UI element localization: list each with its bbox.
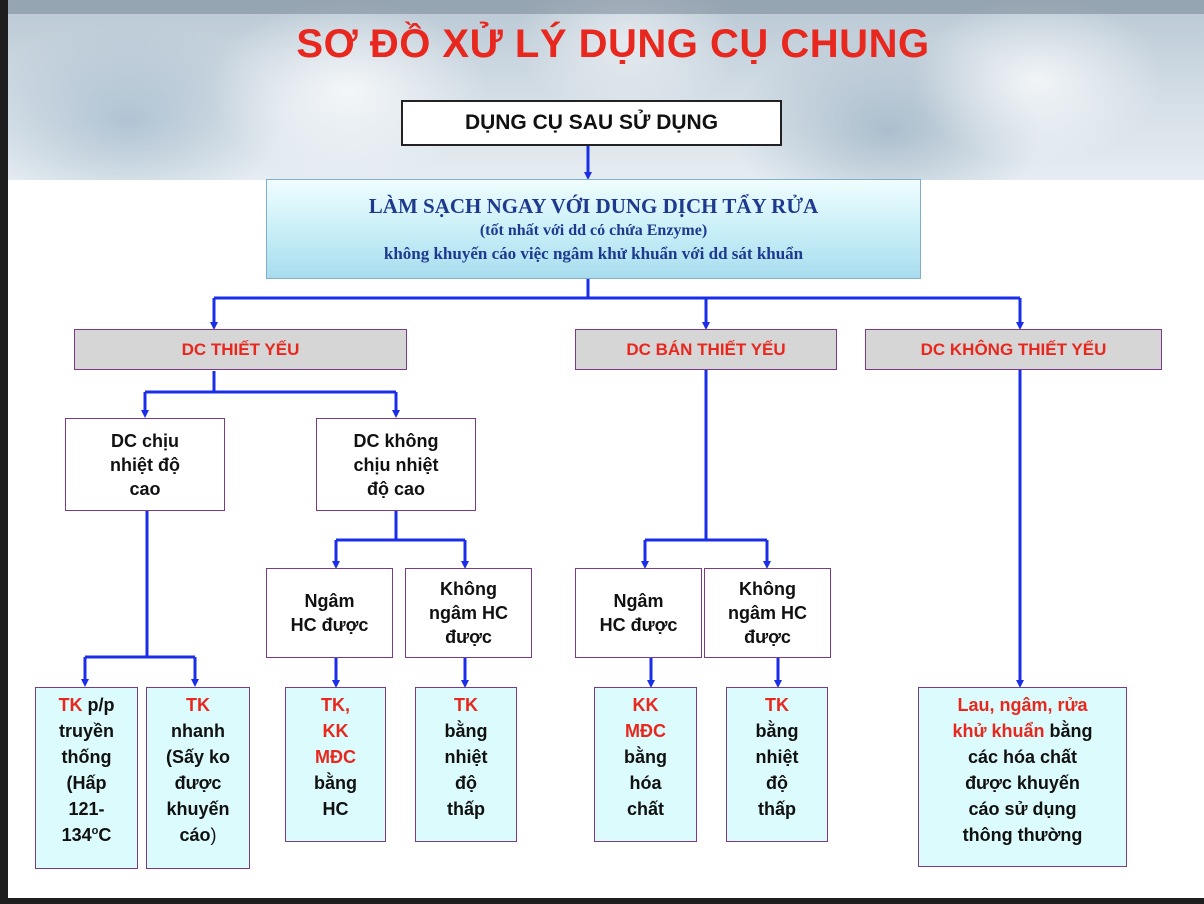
result-red-text: TK, (321, 692, 350, 718)
result-text: thông thường (963, 822, 1083, 848)
not-soakable-line: Không (440, 577, 497, 601)
result-red-text: KK (323, 718, 349, 744)
result-text: truyền (59, 718, 114, 744)
soakable-line: HC được (291, 613, 369, 637)
result-semi-chemical: KK MĐC bằng hóa chất (594, 687, 697, 842)
heat-resistant-box: DC chịu nhiệt độ cao (65, 418, 225, 511)
result-text: C (98, 825, 111, 845)
result-text: thống (62, 744, 112, 770)
result-low-temp-critical: TK bằng nhiệt độ thấp (415, 687, 517, 842)
non-critical-category-box: DC KHÔNG THIẾT YẾU (865, 329, 1162, 370)
soakable-box-semi: Ngâm HC được (575, 568, 702, 658)
result-text: độ (766, 770, 788, 796)
not-soakable-line: ngâm HC (429, 601, 508, 625)
heat-sensitive-line: độ cao (367, 477, 425, 501)
result-non-critical: Lau, ngâm, rửa khử khuẩn bằng các hóa ch… (918, 687, 1127, 867)
result-text: thấp (758, 796, 796, 822)
result-traditional-sterilization: TK p/p truyền thống (Hấp 121- 134oC (35, 687, 138, 869)
result-text: bằng (624, 744, 667, 770)
result-text: bằng (1045, 721, 1093, 741)
result-text: độ (455, 770, 477, 796)
result-text: nhiệt (756, 744, 799, 770)
result-text: cáo (179, 825, 210, 845)
cleaning-line-1: LÀM SẠCH NGAY VỚI DUNG DỊCH TẨY RỬA (369, 192, 818, 220)
result-red-text: MĐC (315, 744, 356, 770)
heat-resistant-line: cao (129, 477, 160, 501)
result-red-text: khử khuẩn (952, 721, 1044, 741)
cleaning-box: LÀM SẠCH NGAY VỚI DUNG DỊCH TẨY RỬA (tốt… (266, 179, 921, 279)
result-text: khuyến (166, 796, 229, 822)
slide: SƠ ĐỒ XỬ LÝ DỤNG CỤ CHUNG (8, 0, 1204, 898)
not-soakable-box-semi: Không ngâm HC được (704, 568, 831, 658)
result-text: được khuyến (965, 770, 1080, 796)
cleaning-line-2: (tốt nhất với dd có chứa Enzyme) (480, 220, 707, 242)
not-soakable-line: Không (739, 577, 796, 601)
result-low-temp-semi: TK bằng nhiệt độ thấp (726, 687, 828, 842)
result-text: nhanh (171, 718, 225, 744)
result-text: được (175, 770, 222, 796)
result-text: 121- (68, 796, 104, 822)
heat-sensitive-line: DC không (354, 429, 439, 453)
heat-sensitive-line: chịu nhiệt (354, 453, 439, 477)
not-soakable-line: được (445, 625, 492, 649)
result-text: thấp (447, 796, 485, 822)
soakable-line: HC được (600, 613, 678, 637)
not-soakable-line: ngâm HC (728, 601, 807, 625)
cleaning-line-3: không khuyến cáo việc ngâm khử khuẩn với… (384, 242, 803, 266)
result-text: các hóa chất (968, 744, 1077, 770)
result-text: (Hấp (67, 770, 107, 796)
result-text: p/p (83, 695, 115, 715)
result-text: HC (323, 796, 349, 822)
result-text: hóa (629, 770, 661, 796)
heat-resistant-line: nhiệt độ (110, 453, 180, 477)
result-red-text: KK (633, 692, 659, 718)
not-soakable-box-critical: Không ngâm HC được (405, 568, 532, 658)
heat-sensitive-box: DC không chịu nhiệt độ cao (316, 418, 476, 511)
result-text: chất (627, 796, 664, 822)
result-text: 134 (62, 825, 92, 845)
result-text: bằng (314, 770, 357, 796)
semi-critical-category-box: DC BÁN THIẾT YẾU (575, 329, 837, 370)
critical-category-box: DC THIẾT YẾU (74, 329, 407, 370)
heat-resistant-line: DC chịu (111, 429, 179, 453)
result-text: cáo sử dụng (968, 796, 1076, 822)
result-red-text: MĐC (625, 718, 666, 744)
result-text: nhiệt (445, 744, 488, 770)
result-fast-sterilization: TK nhanh (Sấy ko được khuyến cáo) (146, 687, 250, 869)
result-red-text: TK (765, 692, 789, 718)
soakable-line: Ngâm (304, 589, 354, 613)
result-red-text: TK (454, 692, 478, 718)
result-text: ) (211, 825, 217, 845)
result-text: bằng (756, 718, 799, 744)
result-chemical-soak: TK, KK MĐC bằng HC (285, 687, 386, 842)
result-text: bằng (445, 718, 488, 744)
soakable-line: Ngâm (613, 589, 663, 613)
result-red-text: Lau, ngâm, rửa (957, 692, 1087, 718)
soakable-box-critical: Ngâm HC được (266, 568, 393, 658)
not-soakable-line: được (744, 625, 791, 649)
result-red-text: TK (59, 695, 83, 715)
result-text: (Sấy ko (166, 744, 230, 770)
result-red-text: TK (186, 692, 210, 718)
used-instruments-box: DỤNG CỤ SAU SỬ DỤNG (401, 100, 782, 146)
